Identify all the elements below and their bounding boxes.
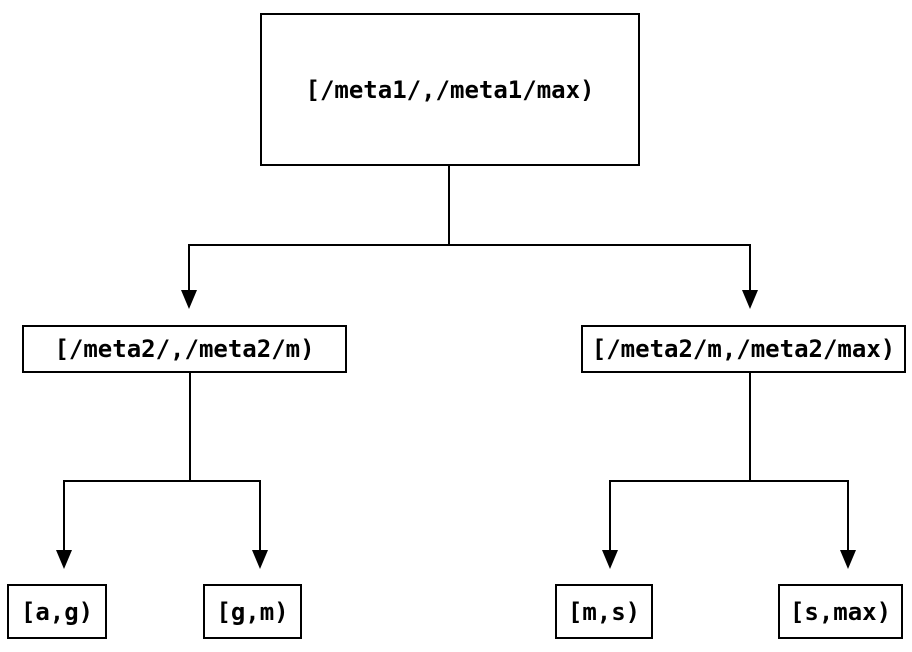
tree-node-leaf-ms: [m,s) bbox=[555, 584, 653, 639]
tree-node-leaf-ag-label: [a,g) bbox=[20, 597, 94, 626]
tree-node-leaf-smax: [s,max) bbox=[778, 584, 903, 639]
tree-node-left-child: [/meta2/,/meta2/m) bbox=[22, 325, 347, 373]
tree-node-right-child-label: [/meta2/m,/meta2/max) bbox=[591, 335, 896, 363]
tree-node-leaf-smax-label: [s,max) bbox=[789, 597, 892, 626]
tree-node-leaf-gm: [g,m) bbox=[203, 584, 302, 639]
arrowhead-into-left-child bbox=[181, 290, 197, 309]
connector-left-to-leaves bbox=[56, 373, 268, 569]
tree-node-left-child-label: [/meta2/,/meta2/m) bbox=[54, 335, 315, 363]
tree-node-right-child: [/meta2/m,/meta2/max) bbox=[581, 325, 906, 373]
tree-node-root: [/meta1/,/meta1/max) bbox=[260, 13, 640, 166]
tree-node-root-label: [/meta1/,/meta1/max) bbox=[305, 75, 595, 104]
arrowhead-into-leaf-ag bbox=[56, 550, 72, 569]
tree-node-leaf-gm-label: [g,m) bbox=[216, 597, 289, 626]
tree-node-leaf-ag: [a,g) bbox=[7, 584, 107, 639]
arrowhead-into-right-child bbox=[742, 290, 758, 309]
connector-right-to-leaves bbox=[602, 373, 856, 569]
arrowhead-into-leaf-gm bbox=[252, 550, 268, 569]
arrowhead-into-leaf-smax bbox=[840, 550, 856, 569]
connector-root-to-children bbox=[181, 166, 758, 309]
tree-node-leaf-ms-label: [m,s) bbox=[567, 597, 641, 626]
arrowhead-into-leaf-ms bbox=[602, 550, 618, 569]
